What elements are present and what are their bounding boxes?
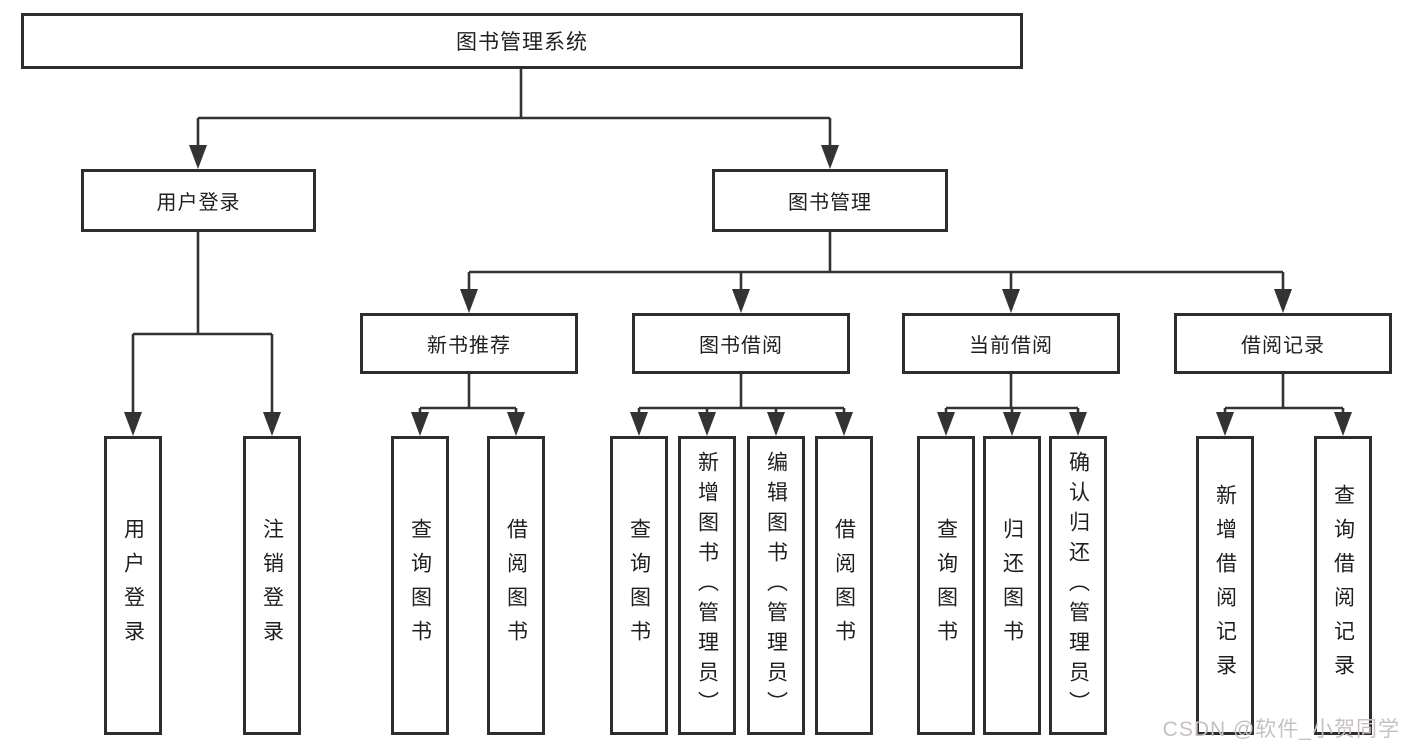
leaf-confirm-return-admin: 确认归还（管理员） <box>1049 436 1107 735</box>
arrowheads <box>124 145 1352 436</box>
leaf-add-book-admin: 新增图书（管理员） <box>678 436 736 735</box>
node-user-login: 用户登录 <box>81 169 316 232</box>
node-branch-current-borrow: 当前借阅 <box>902 313 1120 374</box>
leaf-user-login: 用户登录 <box>104 436 162 735</box>
leaf-edit-book-admin: 编辑图书（管理员） <box>747 436 805 735</box>
leaf-query-books-current: 查询图书 <box>917 436 975 735</box>
watermark-text: CSDN @软件_小贺同学 <box>1162 718 1400 741</box>
node-branch-borrow-record: 借阅记录 <box>1174 313 1392 374</box>
leaf-logout: 注销登录 <box>243 436 301 735</box>
node-branch-new-book-recommend: 新书推荐 <box>360 313 578 374</box>
node-root: 图书管理系统 <box>21 13 1023 69</box>
leaf-query-books-recommend: 查询图书 <box>391 436 449 735</box>
leaf-query-books-borrow: 查询图书 <box>610 436 668 735</box>
leaf-borrow-books: 借阅图书 <box>815 436 873 735</box>
node-branch-book-borrow: 图书借阅 <box>632 313 850 374</box>
leaf-return-book: 归还图书 <box>983 436 1041 735</box>
node-book-management: 图书管理 <box>712 169 948 232</box>
leaf-borrow-books-recommend: 借阅图书 <box>487 436 545 735</box>
leaf-query-borrow-record: 查询借阅记录 <box>1314 436 1372 735</box>
leaf-add-borrow-record: 新增借阅记录 <box>1196 436 1254 735</box>
